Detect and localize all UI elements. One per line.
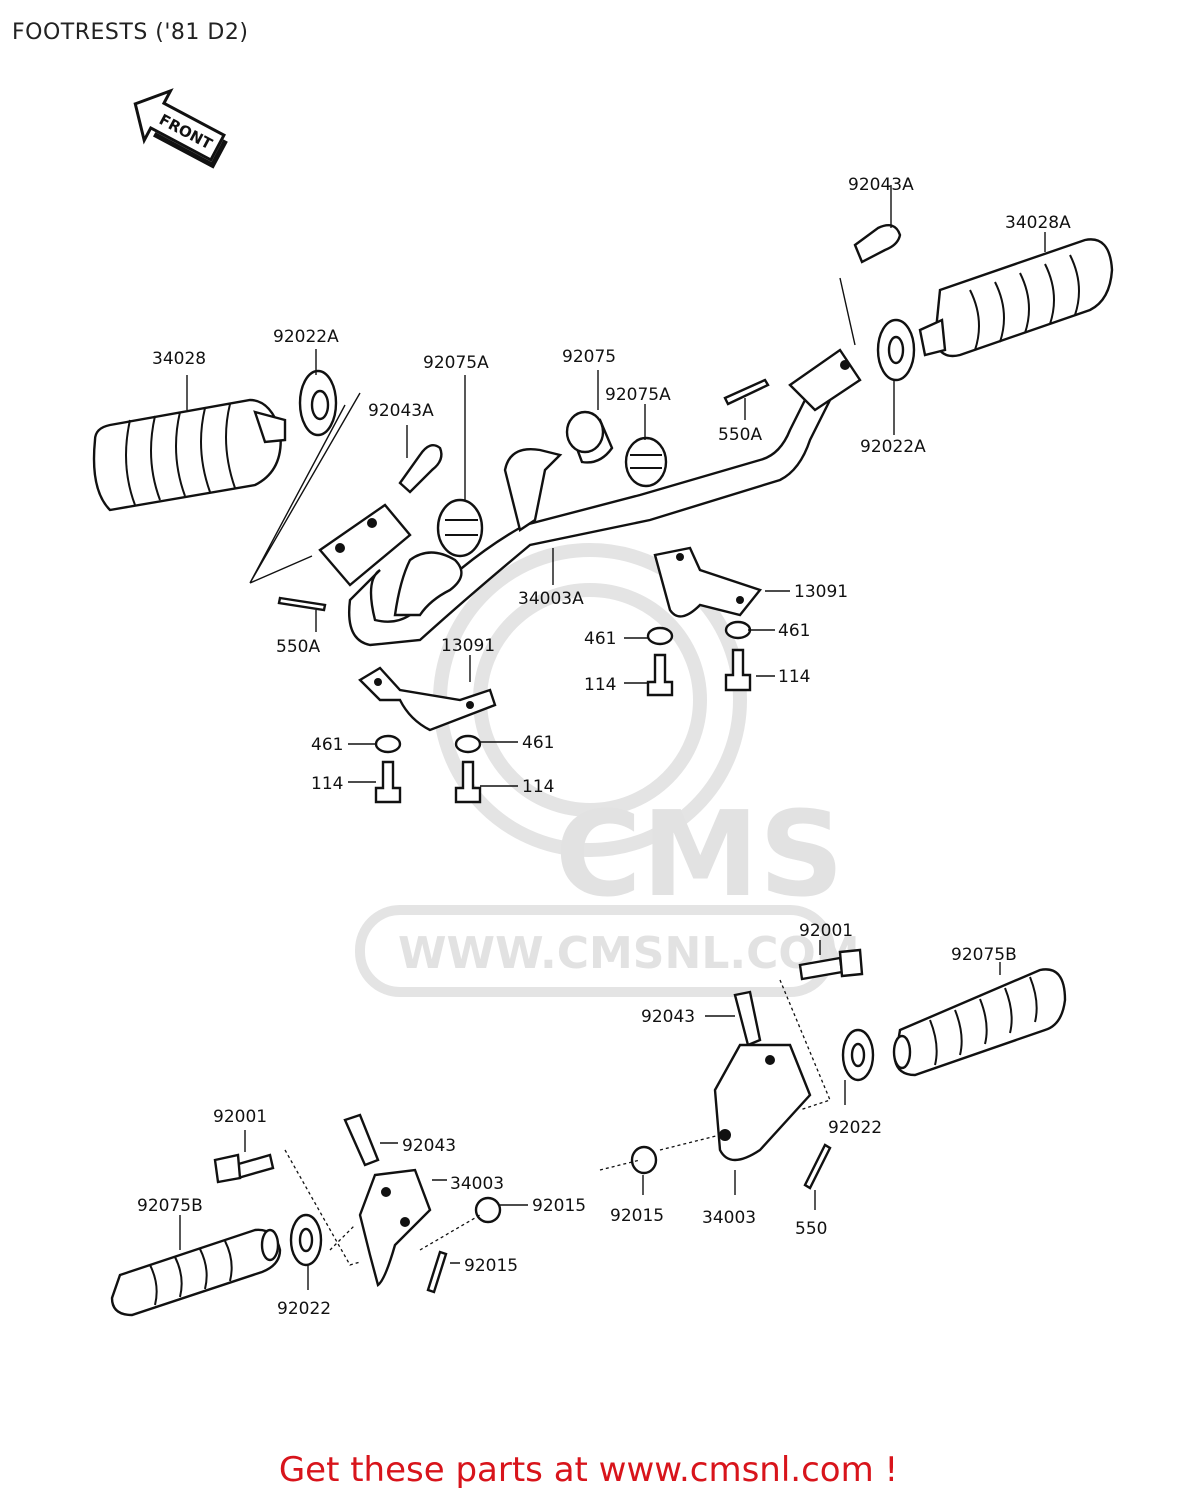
callout-461-r1: 461 [584, 629, 616, 649]
page-title: FOOTRESTS ('81 D2) [12, 20, 249, 45]
callout-92075B-left: 92075B [137, 1196, 203, 1216]
bracket-right [788, 348, 862, 412]
clamp-13091-right [653, 546, 763, 618]
callout-34028A: 34028A [1005, 213, 1071, 233]
washer-92022-left [289, 1213, 323, 1267]
footpeg-34028 [92, 398, 287, 512]
bolt-92001-left [213, 1153, 275, 1184]
callout-92001-left: 92001 [213, 1107, 267, 1127]
callout-550A-right: 550A [718, 425, 762, 445]
callout-labels: 92043A 34028A 34028 92022A 92075A 92075 … [137, 175, 1071, 1319]
callout-13091-right: 13091 [794, 582, 848, 602]
bushing-92075A-mid [624, 436, 668, 488]
bushing-92075A-left [436, 498, 484, 558]
fasteners-upper [374, 620, 752, 804]
nut-92015-mid [630, 1145, 658, 1175]
callout-92015-a: 92015 [532, 1196, 586, 1216]
footrests-exploded-diagram: CMS WWW.CMSNL.COM FRONT [92, 88, 1114, 1319]
footpeg-92075B-left [110, 1228, 282, 1317]
callout-114-l1: 114 [311, 774, 343, 794]
callout-92015-b: 92015 [464, 1256, 518, 1276]
callout-114-l2: 114 [522, 777, 554, 797]
clamp-13091-left [358, 666, 497, 732]
callout-550: 550 [795, 1219, 827, 1239]
callout-34003A: 34003A [518, 589, 584, 609]
bracket-left [318, 503, 412, 587]
pin-92015-b [426, 1250, 448, 1294]
promo-link[interactable]: Get these parts at www.cmsnl.com ! [278, 1450, 899, 1490]
watermark-url-text: WWW.CMSNL.COM [398, 928, 860, 979]
cotter-pin-550 [803, 1143, 832, 1190]
bracket-34003-right [713, 1043, 812, 1162]
bracket-34003-left [358, 1168, 432, 1287]
nut-92015-a [474, 1196, 502, 1224]
pin-92043A-left [398, 444, 443, 494]
washer-92022A-left [298, 369, 338, 437]
callout-92075A-mid: 92075A [605, 385, 671, 405]
callout-92043A-left: 92043A [368, 401, 434, 421]
pin-92043A-top [853, 224, 902, 264]
cotter-pin-550A-right [723, 378, 770, 406]
callout-92043-left: 92043 [402, 1136, 456, 1156]
callout-461-r2: 461 [778, 621, 810, 641]
callout-92075: 92075 [562, 347, 616, 367]
footpeg-92075B-right [892, 968, 1067, 1077]
pin-92043-right [733, 990, 762, 1047]
callout-550A-left: 550A [276, 637, 320, 657]
callout-92015-mid: 92015 [610, 1206, 664, 1226]
callout-92075A-left: 92075A [423, 353, 489, 373]
callout-92043A-top: 92043A [848, 175, 914, 195]
callout-92022A-left: 92022A [273, 327, 339, 347]
callout-34028: 34028 [152, 349, 206, 369]
callout-114-r1: 114 [584, 675, 616, 695]
callout-461-l2: 461 [522, 733, 554, 753]
callout-92022-left: 92022 [277, 1299, 331, 1319]
callout-92043-right: 92043 [641, 1007, 695, 1027]
front-arrow: FRONT [133, 88, 228, 169]
bushing-92075 [565, 410, 614, 464]
callout-92022-right: 92022 [828, 1118, 882, 1138]
pin-92043-left [343, 1113, 380, 1167]
washer-92022-right [841, 1028, 875, 1082]
callout-92001-right: 92001 [799, 921, 853, 941]
callout-34003-left: 34003 [450, 1174, 504, 1194]
callout-461-l1: 461 [311, 735, 343, 755]
washer-92022A-right [876, 318, 916, 382]
callout-92022A-right: 92022A [860, 437, 926, 457]
footrest-bar-34003A [348, 388, 832, 647]
callout-92075B-right: 92075B [951, 945, 1017, 965]
cotter-pin-550A-left [277, 596, 327, 612]
watermark-logo-text: CMS [555, 785, 844, 923]
callout-34003-right: 34003 [702, 1208, 756, 1228]
callout-13091-left: 13091 [441, 636, 495, 656]
bolt-92001-right [798, 948, 864, 981]
callout-114-r2: 114 [778, 667, 810, 687]
footpeg-34028A [918, 238, 1114, 358]
